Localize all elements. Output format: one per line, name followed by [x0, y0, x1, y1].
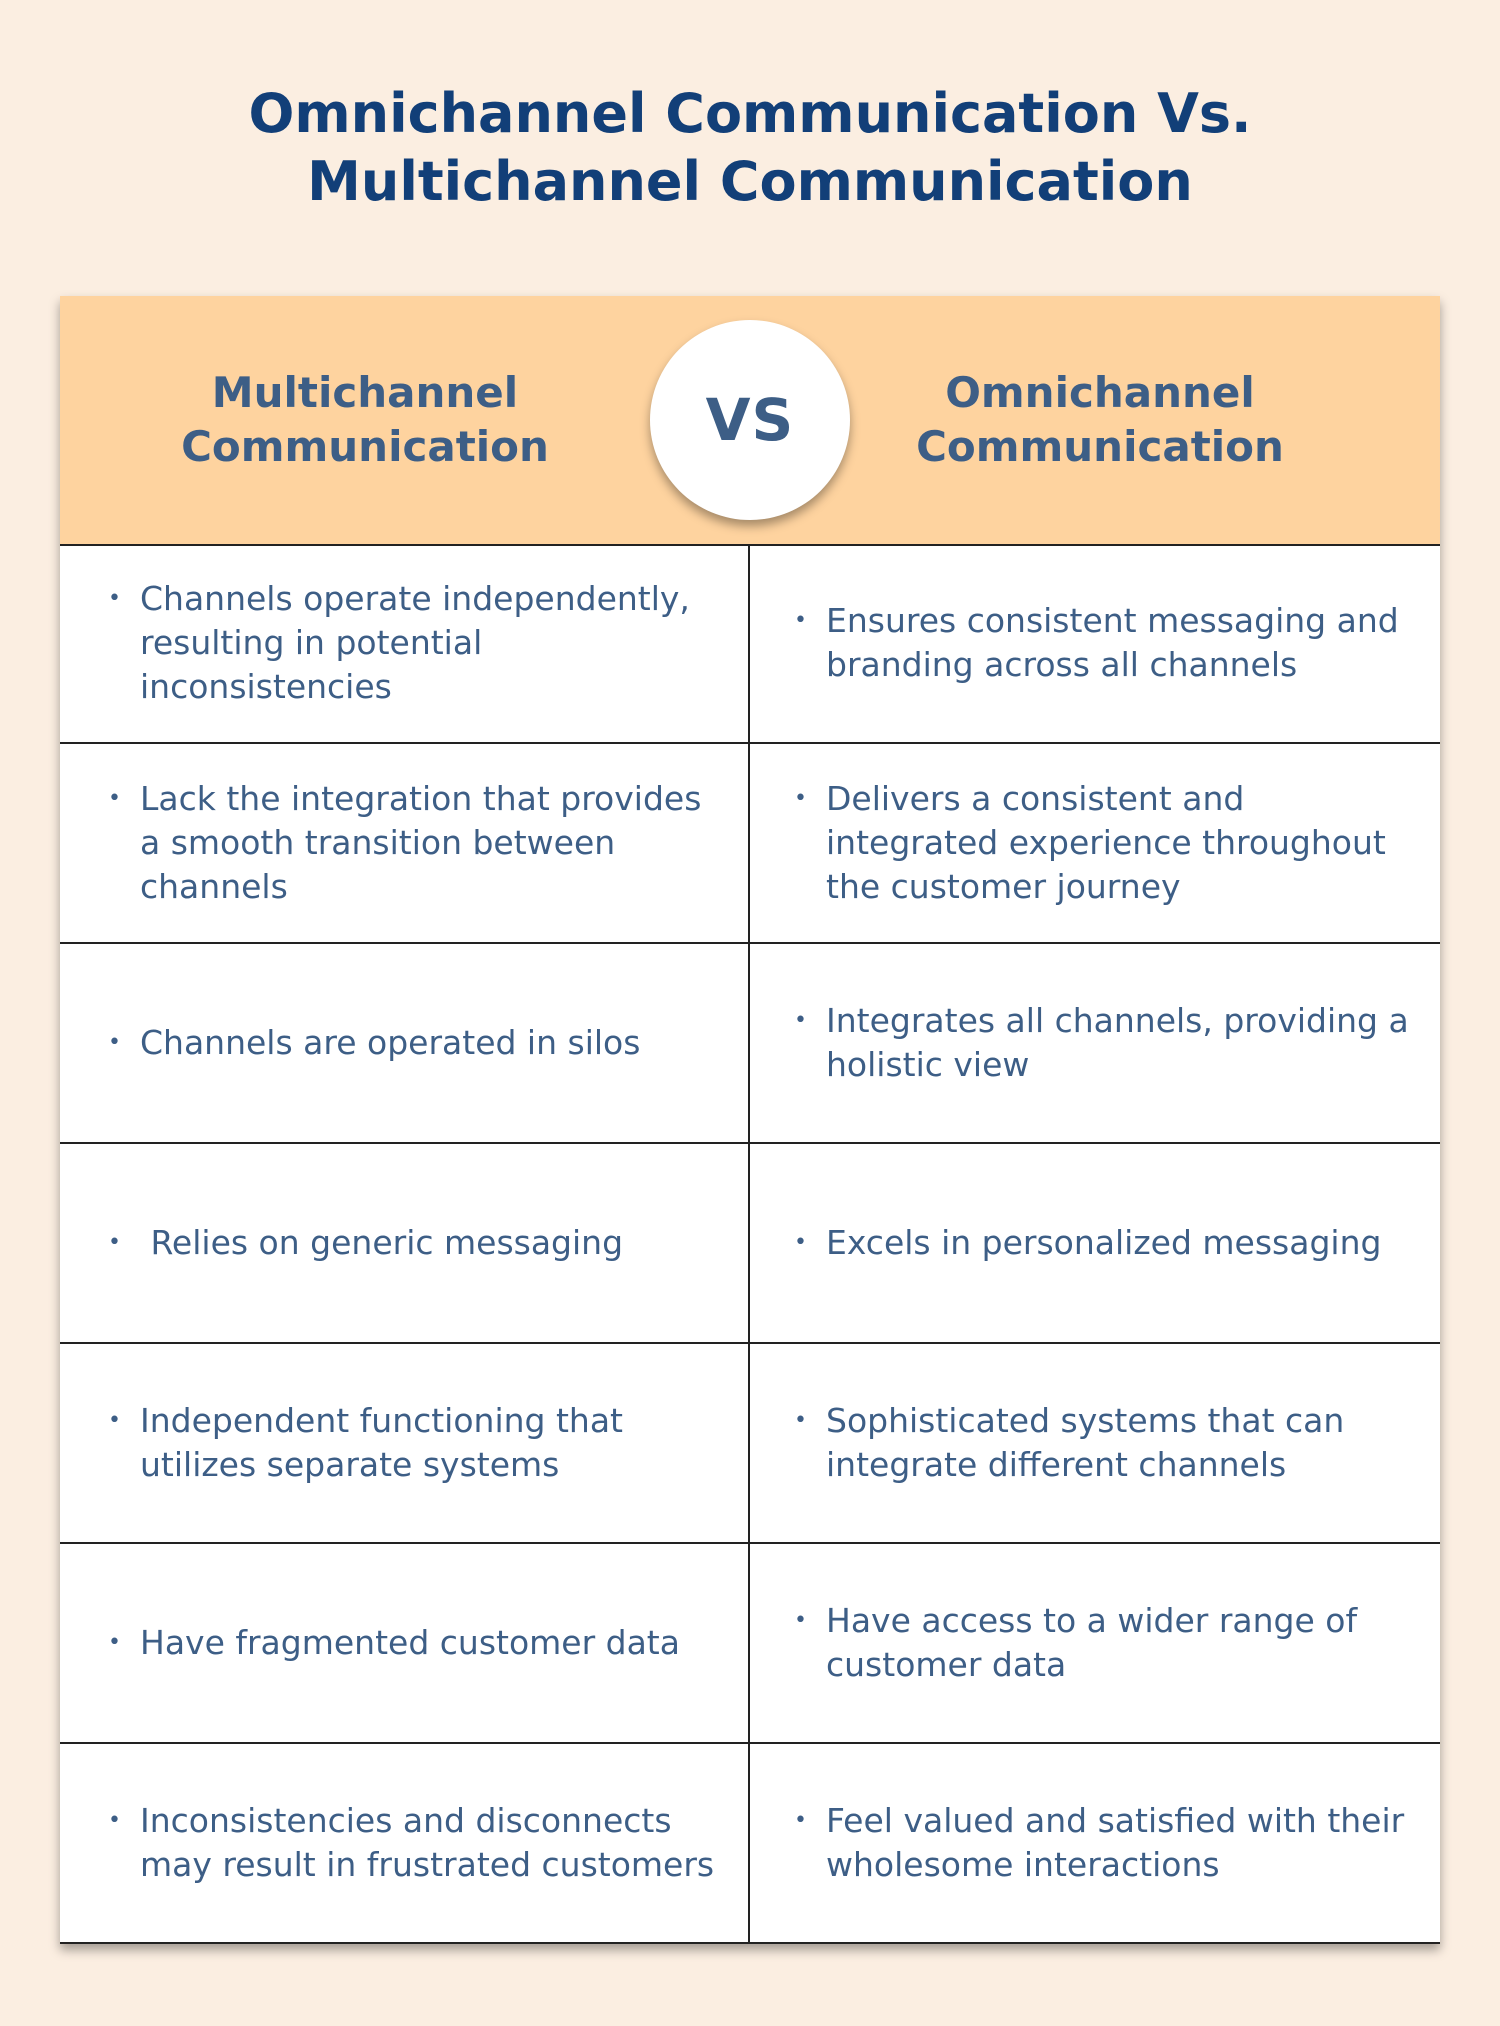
omnichannel-point: Delivers a consistent and integrated exp…	[826, 779, 1386, 906]
vs-badge: VS	[650, 320, 850, 520]
multichannel-cell: • Have fragmented customer data	[60, 1544, 750, 1742]
bullet-icon: •	[108, 586, 121, 611]
page-title-line-1: Omnichannel Communication Vs.	[248, 82, 1252, 145]
page-title: Omnichannel Communication Vs. Multichann…	[0, 80, 1500, 216]
multichannel-cell: • Independent functioning that utilizes s…	[60, 1344, 750, 1542]
multichannel-point: Relies on generic messaging	[140, 1223, 624, 1262]
table-row: • Channels operate independently, resulti…	[60, 544, 1440, 744]
bullet-icon: •	[108, 1808, 121, 1833]
bullet-icon: •	[794, 1808, 807, 1833]
omnichannel-cell: • Sophisticated systems that can integrat…	[750, 1344, 1438, 1542]
bullet-icon: •	[794, 1608, 807, 1633]
table-row: • Have fragmented customer data • Have acc…	[60, 1544, 1440, 1744]
multichannel-point: Independent functioning that utilizes se…	[140, 1401, 623, 1484]
multichannel-point: Channels are operated in silos	[140, 1023, 641, 1062]
bullet-icon: •	[794, 608, 807, 633]
bullet-icon: •	[794, 1408, 807, 1433]
multichannel-point: Have fragmented customer data	[140, 1623, 680, 1662]
table-row: • Relies on generic messaging • Excels in…	[60, 1144, 1440, 1344]
omnichannel-cell: • Excels in personalized messaging	[750, 1144, 1438, 1342]
omnichannel-cell: • Feel valued and satisfied with their wh…	[750, 1744, 1438, 1942]
bullet-icon: •	[108, 1230, 121, 1255]
table-row: • Independent functioning that utilizes s…	[60, 1344, 1440, 1544]
omnichannel-cell: • Integrates all channels, providing a ho…	[750, 944, 1438, 1142]
table-row: • Inconsistencies and disconnects may res…	[60, 1744, 1440, 1944]
omnichannel-point: Feel valued and satisfied with their who…	[826, 1801, 1405, 1884]
multichannel-point: Channels operate independently, resultin…	[140, 579, 690, 706]
omnichannel-point: Have access to a wider range of customer…	[826, 1601, 1358, 1684]
table-row: • Lack the integration that provides a sm…	[60, 744, 1440, 944]
omnichannel-point: Excels in personalized messaging	[826, 1223, 1382, 1262]
omnichannel-heading-line-2: Communication	[916, 422, 1284, 471]
table-row: • Channels are operated in silos • Integra…	[60, 944, 1440, 1144]
multichannel-point: Lack the integration that provides a smo…	[140, 779, 702, 906]
table-header: Multichannel Communication VS Omnichanne…	[60, 296, 1440, 546]
omnichannel-cell: • Delivers a consistent and integrated ex…	[750, 744, 1438, 942]
multichannel-cell: • Relies on generic messaging	[60, 1144, 750, 1342]
multichannel-cell: • Lack the integration that provides a sm…	[60, 744, 750, 942]
omnichannel-point: Ensures consistent messaging and brandin…	[826, 601, 1399, 684]
omnichannel-point: Sophisticated systems that can integrate…	[826, 1401, 1345, 1484]
multichannel-heading-line-2: Communication	[181, 422, 549, 471]
omnichannel-point: Integrates all channels, providing a hol…	[826, 1001, 1409, 1084]
multichannel-cell: • Inconsistencies and disconnects may res…	[60, 1744, 750, 1942]
bullet-icon: •	[794, 1230, 807, 1255]
multichannel-cell: • Channels operate independently, resulti…	[60, 544, 750, 742]
omnichannel-heading-line-1: Omnichannel	[945, 368, 1255, 417]
omnichannel-heading: Omnichannel Communication	[790, 366, 1410, 474]
page-title-line-2: Multichannel Communication	[307, 150, 1193, 213]
bullet-icon: •	[108, 1408, 121, 1433]
table-body: • Channels operate independently, resulti…	[60, 544, 1440, 1944]
omnichannel-cell: • Ensures consistent messaging and brandi…	[750, 544, 1438, 742]
bullet-icon: •	[108, 786, 121, 811]
omnichannel-cell: • Have access to a wider range of custome…	[750, 1544, 1438, 1742]
comparison-table: Multichannel Communication VS Omnichanne…	[60, 296, 1440, 1944]
bullet-icon: •	[794, 1008, 807, 1033]
bullet-icon: •	[794, 786, 807, 811]
multichannel-point: Inconsistencies and disconnects may resu…	[140, 1801, 715, 1884]
bullet-icon: •	[108, 1630, 121, 1655]
multichannel-heading: Multichannel Communication	[20, 366, 710, 474]
multichannel-heading-line-1: Multichannel	[211, 368, 519, 417]
multichannel-cell: • Channels are operated in silos	[60, 944, 750, 1142]
bullet-icon: •	[108, 1030, 121, 1055]
